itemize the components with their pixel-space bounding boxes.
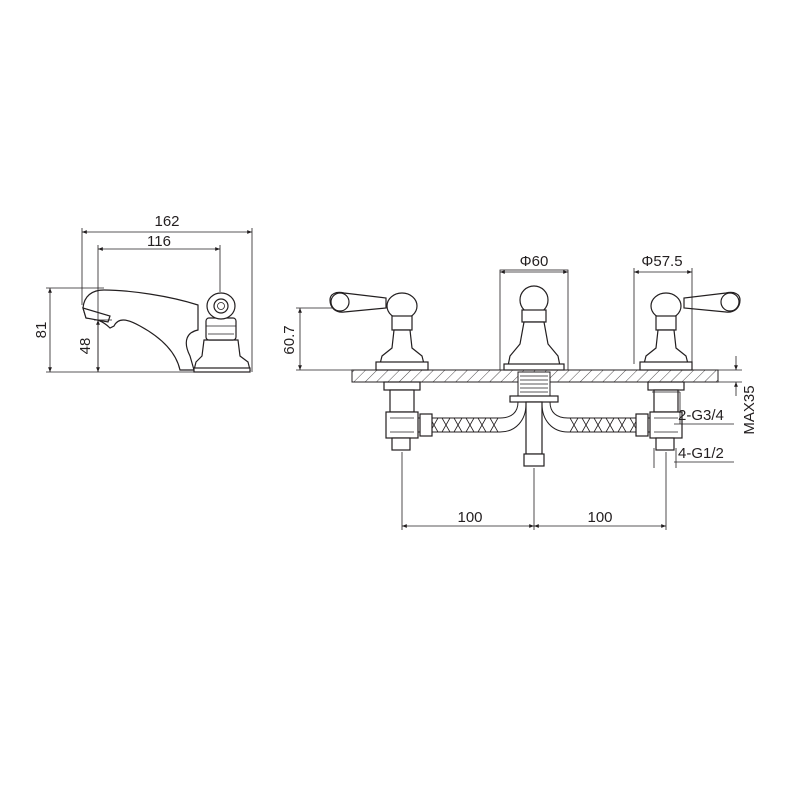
center-spout-assembly — [499, 269, 569, 467]
side-handle-cap — [213, 298, 229, 314]
side-spout-tip — [82, 307, 111, 323]
dim-81-label: 81 — [33, 322, 50, 339]
dim-max35-label: MAX35 — [741, 385, 758, 434]
left-valve-body — [389, 389, 415, 413]
left-handle-assembly — [329, 291, 429, 451]
right-valve-body — [653, 389, 679, 413]
thread-g3-4-label: 2-G3/4 — [678, 407, 724, 424]
left-handle-hub — [386, 292, 418, 320]
dim-100-right-label: 100 — [587, 509, 612, 526]
dim-phi57-5-label: Φ57.5 — [641, 253, 682, 270]
side-spout-body — [82, 289, 199, 371]
side-base-plate — [193, 367, 251, 373]
spout-body — [507, 321, 561, 367]
dim-phi60-label: Φ60 — [520, 253, 549, 270]
dim-116-label: 116 — [147, 233, 171, 250]
dim-100-left-label: 100 — [457, 509, 482, 526]
side-view: 162 116 81 48 — [33, 213, 253, 373]
dim-48-label: 48 — [77, 338, 94, 355]
right-handle-assembly — [639, 291, 741, 451]
side-neck — [205, 317, 237, 341]
braided-hoses — [418, 401, 650, 437]
left-handle-body — [379, 329, 425, 365]
thread-g1-2-label: 4-G1/2 — [678, 445, 724, 462]
dim-60-7-label: 60.7 — [281, 325, 298, 354]
front-view: Φ60 Φ57.5 60.7 MAX35 2-G3/4 4-G1/2 100 — [281, 253, 758, 530]
side-base — [193, 339, 251, 371]
dim-162-label: 162 — [154, 213, 179, 230]
right-handle-hub — [650, 292, 682, 320]
right-handle-body — [643, 329, 689, 365]
